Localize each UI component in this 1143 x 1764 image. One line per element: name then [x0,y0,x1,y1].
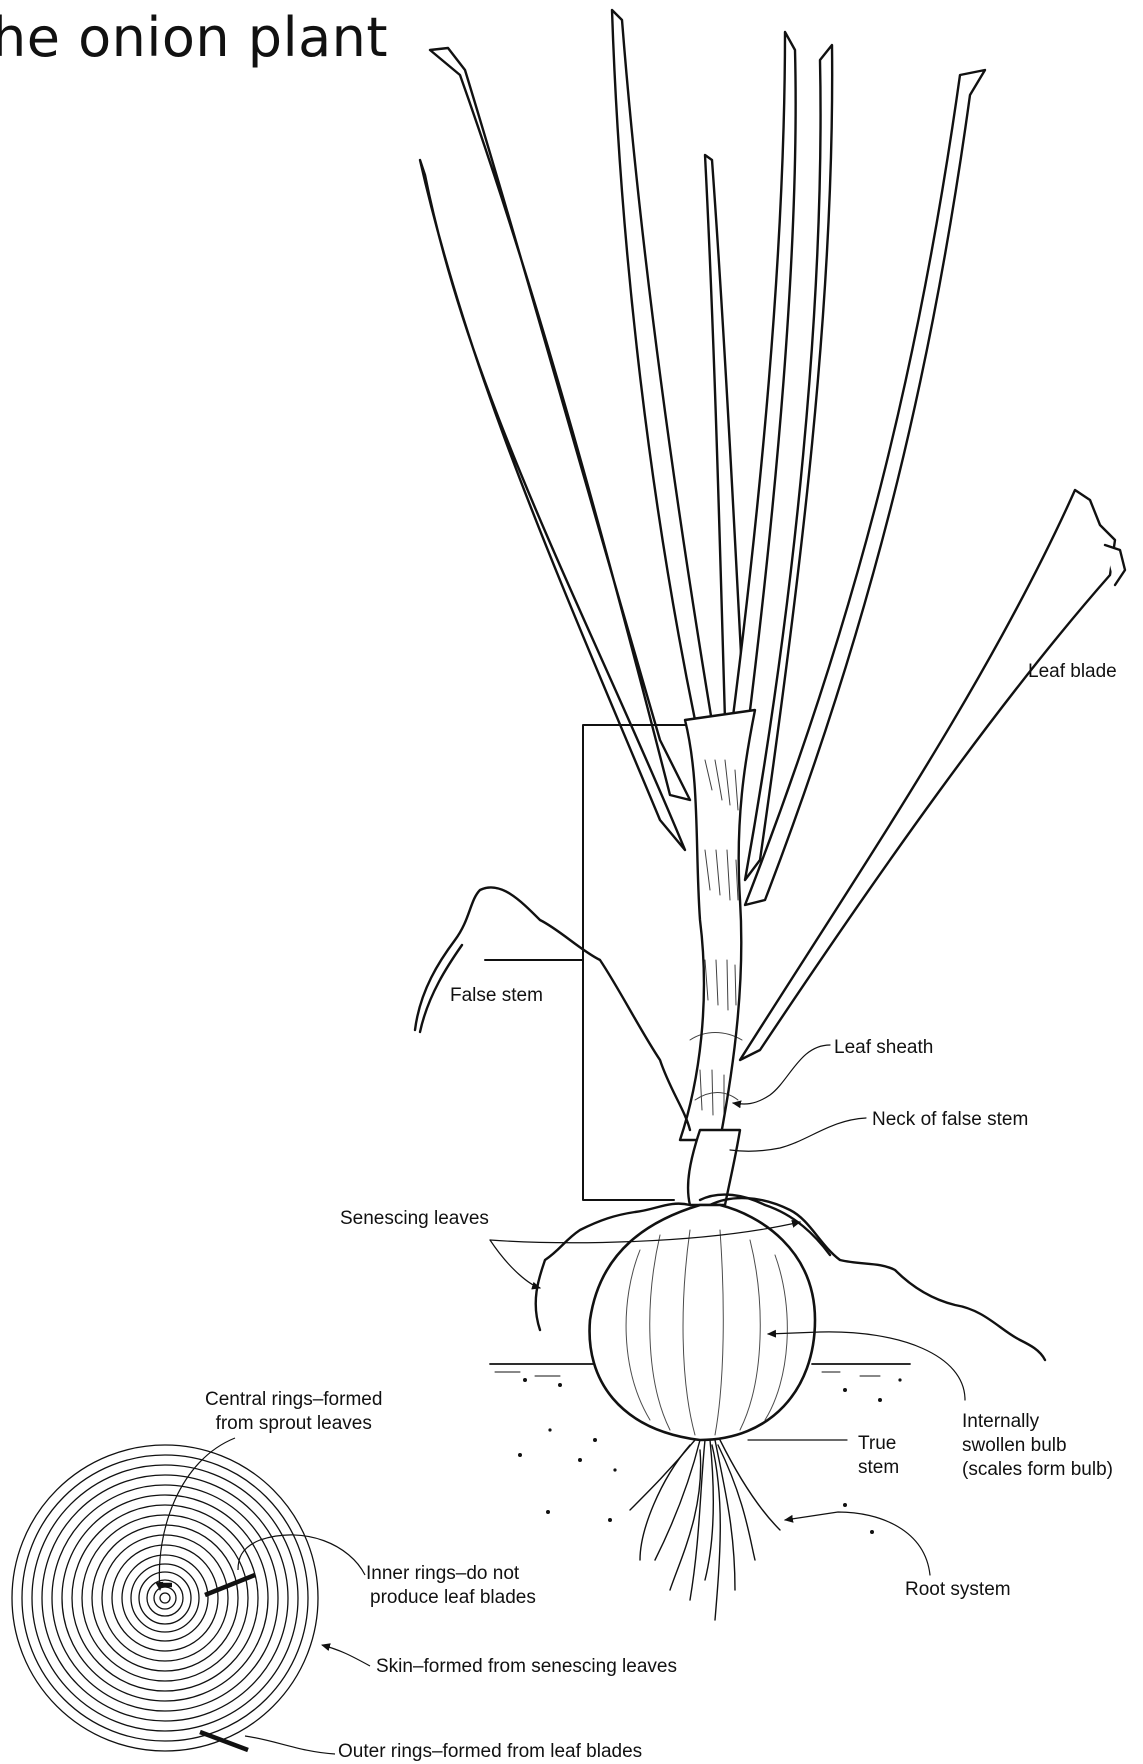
label-line: Inner rings–do not [366,1562,536,1586]
label-outer-rings: Outer rings–formed from leaf blades [338,1740,642,1764]
label-line: produce leaf blades [366,1586,536,1610]
bulb-cross-section [12,1445,318,1751]
label-inner-rings: Inner rings–do not produce leaf blades [366,1562,536,1610]
label-true-stem: True stem [858,1432,899,1480]
label-line: stem [858,1456,899,1480]
label-line: True [858,1432,899,1456]
root-system-drawing [630,1440,780,1620]
label-line: Central rings–formed [205,1388,382,1412]
label-leaf-blade: Leaf blade [1028,660,1117,684]
label-central-rings: Central rings–formed from sprout leaves [205,1388,382,1436]
label-skin: Skin–formed from senescing leaves [376,1655,677,1679]
label-line: (scales form bulb) [962,1458,1113,1482]
leaf-blades [420,10,1125,1205]
label-senescing-leaves: Senescing leaves [340,1207,489,1231]
label-line: Internally [962,1410,1113,1434]
label-false-stem: False stem [450,984,543,1008]
label-neck-of-false-stem: Neck of false stem [872,1108,1028,1132]
label-leaf-sheath: Leaf sheath [834,1036,933,1060]
label-line: swollen bulb [962,1434,1113,1458]
label-root-system: Root system [905,1578,1011,1602]
label-line: from sprout leaves [205,1412,382,1436]
label-internally-swollen-bulb: Internally swollen bulb (scales form bul… [962,1410,1113,1482]
bulb [590,1205,815,1440]
